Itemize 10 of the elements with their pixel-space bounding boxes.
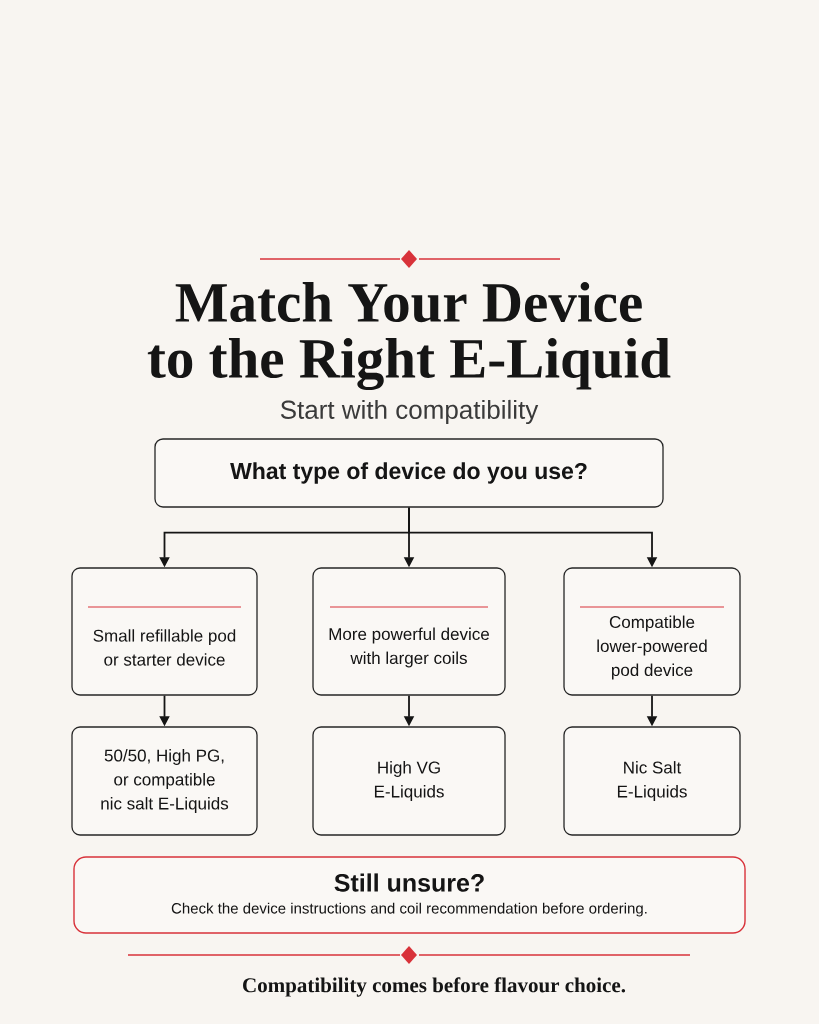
note-box: Still unsure? Check the device instructions and coil recommendation before ordering. bbox=[73, 856, 746, 934]
result-box: High VG E-Liquids bbox=[312, 726, 506, 836]
option-box: More powerful device with larger coils bbox=[312, 567, 506, 696]
option-box: Small refillable pod or starter device bbox=[71, 567, 258, 696]
tagline: Compatibility comes before flavour choice. bbox=[243, 977, 626, 997]
question-box: What type of device do you use? bbox=[154, 438, 664, 508]
result-box: 50/50, High PG, or compatible nic salt E-Liquids bbox=[71, 726, 258, 836]
result-box: Nic Salt E-Liquids bbox=[563, 726, 741, 836]
title: Match Your Device to the Right E-Liquid bbox=[147, 281, 671, 391]
option-box: Compatible lower-powered pod device bbox=[563, 567, 741, 696]
